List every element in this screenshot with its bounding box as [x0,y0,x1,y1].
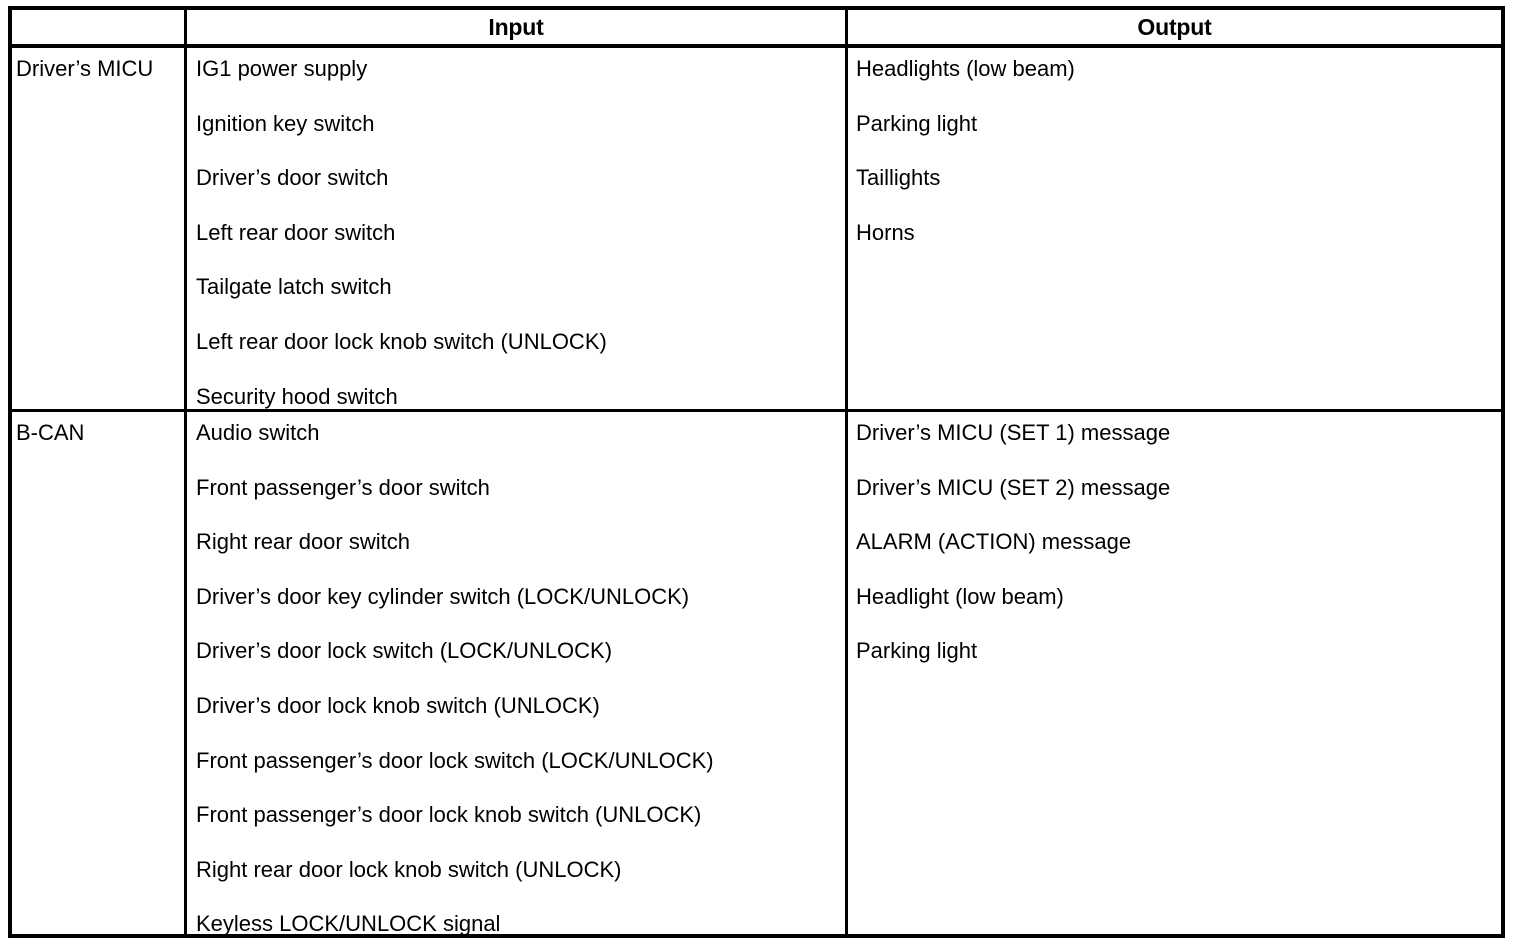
row-input-cell: Audio switch Front passenger’s door swit… [184,412,845,934]
list-item: Security hood switch [196,383,398,409]
list-item: Right rear door lock knob switch (UNLOCK… [196,856,622,882]
list-item: Driver’s door lock knob switch (UNLOCK) [196,692,600,718]
list-item: Left rear door lock knob switch (UNLOCK) [196,328,607,354]
list-item: IG1 power supply [196,56,368,81]
row-input-cell: IG1 power supply Ignition key switch Dri… [184,48,845,409]
table-row: B-CAN Audio switch Front passenger’s doo… [12,412,1501,934]
list-item: Headlight (low beam) [856,583,1064,609]
row-label: B-CAN [16,420,85,445]
list-item: Right rear door switch [196,529,410,555]
list-item: Horns [856,219,915,245]
list-item: Parking light [856,638,978,664]
header-cell-output: Output [845,10,1501,44]
list-item: Driver’s door lock switch (LOCK/UNLOCK) [196,638,613,664]
list-item: Taillights [856,165,941,191]
list-item: Keyless LOCK/UNLOCK signal [196,911,501,934]
row-output-cell: Driver’s MICU (SET 1) message Driver’s M… [845,412,1501,934]
list-item: Driver’s door key cylinder switch (LOCK/… [196,583,690,609]
row-output-cell: Headlights (low beam) Parking light Tail… [845,48,1501,409]
table-row: Driver’s MICU IG1 power supply Ignition … [12,48,1501,412]
list-item: Ignition key switch [196,110,375,136]
list-item: Parking light [856,110,978,136]
row-label-cell: Driver’s MICU [12,48,184,409]
list-item: Driver’s MICU (SET 1) message [856,420,1171,445]
list-item: ALARM (ACTION) message [856,529,1132,555]
list-item: Driver’s door switch [196,165,389,191]
header-cell-input: Input [184,10,845,44]
list-item: Front passenger’s door lock switch (LOCK… [196,747,714,773]
list-item: Front passenger’s door lock knob switch … [196,802,702,828]
output-item-list: Headlights (low beam) Parking light Tail… [856,55,1497,273]
header-cell-corner [12,10,184,44]
list-item: Headlights (low beam) [856,56,1075,81]
row-label: Driver’s MICU [16,56,154,81]
input-item-list: Audio switch Front passenger’s door swit… [196,419,841,934]
list-item: Driver’s MICU (SET 2) message [856,474,1171,500]
list-item: Audio switch [196,420,320,445]
table-header-row: Input Output [12,10,1501,48]
list-item: Left rear door switch [196,219,396,245]
row-label-cell: B-CAN [12,412,184,934]
table-body: Driver’s MICU IG1 power supply Ignition … [12,48,1501,934]
input-output-table: Input Output Driver’s MICU IG1 power sup… [8,6,1505,938]
list-item: Tailgate latch switch [196,274,392,300]
input-item-list: IG1 power supply Ignition key switch Dri… [196,55,841,409]
output-item-list: Driver’s MICU (SET 1) message Driver’s M… [856,419,1497,692]
list-item: Front passenger’s door switch [196,474,490,500]
